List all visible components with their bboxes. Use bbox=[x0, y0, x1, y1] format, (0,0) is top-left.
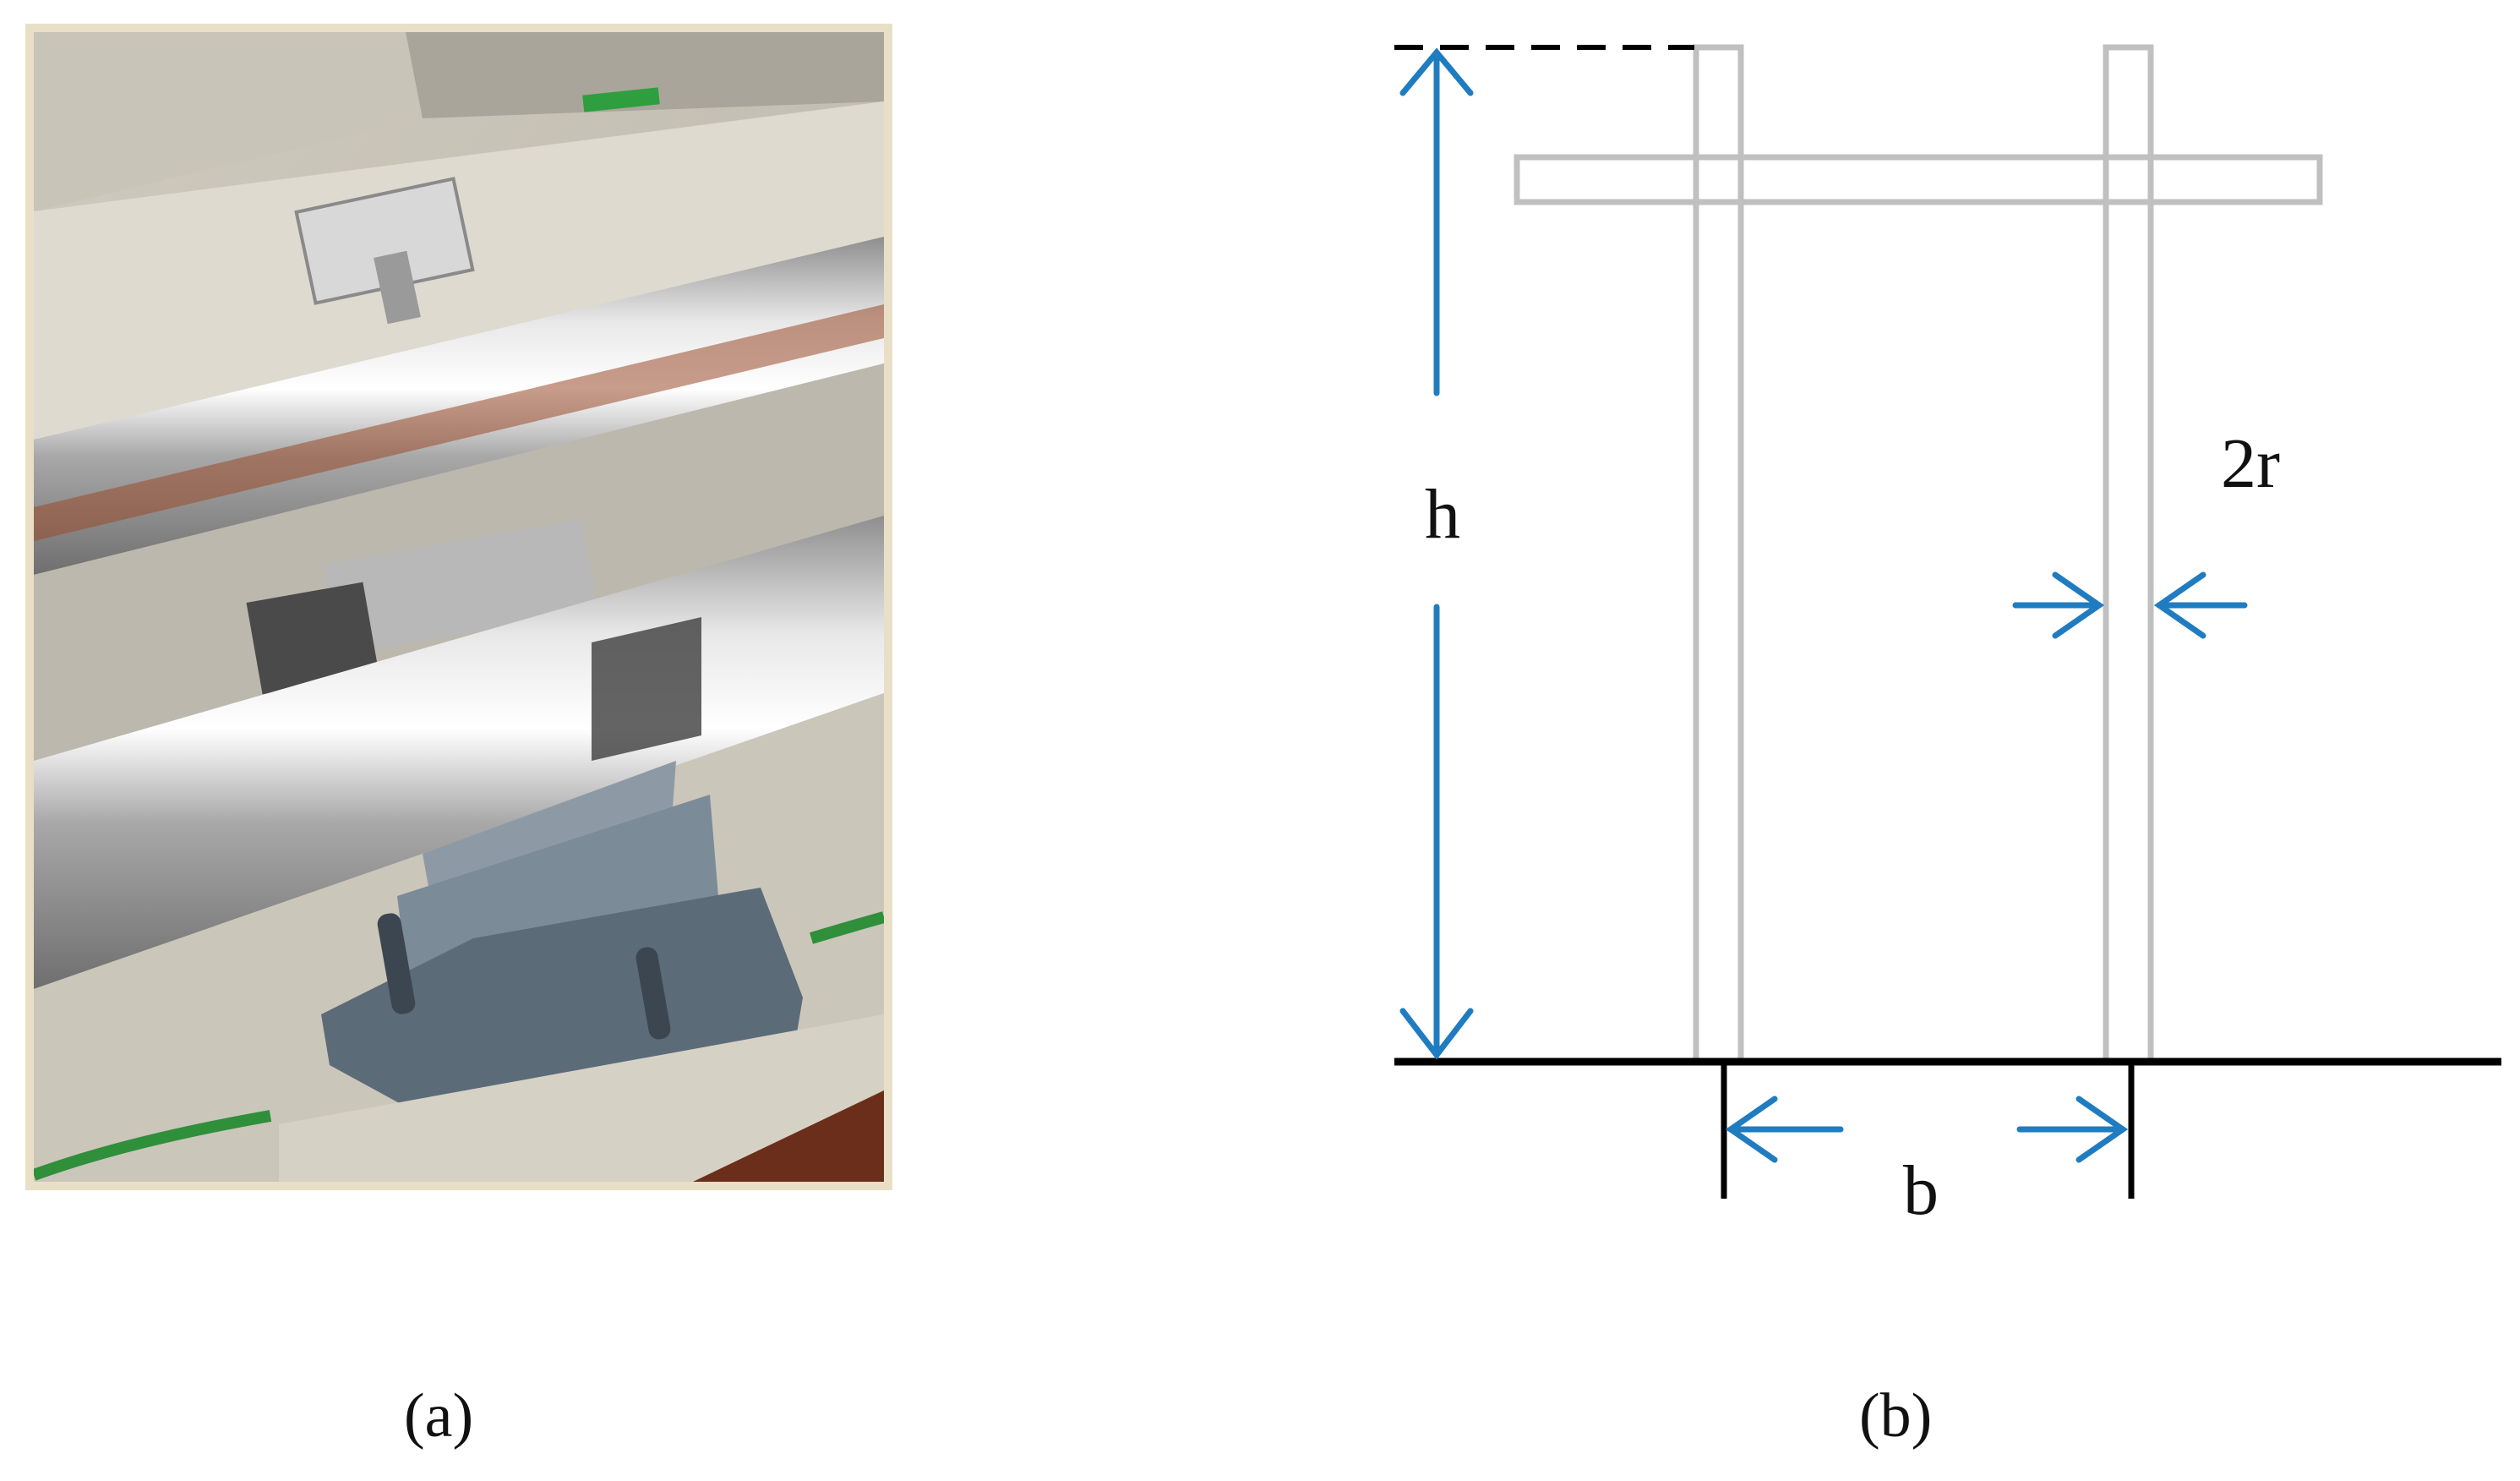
spacing-dimension-arrows bbox=[1725, 1096, 2129, 1163]
panel-b-caption: (b) bbox=[1859, 1381, 1933, 1451]
diameter-dimension-arrows bbox=[2012, 571, 2248, 639]
panel-a-caption: (a) bbox=[404, 1381, 474, 1451]
rail-support-photo bbox=[25, 24, 892, 1190]
h-dimension-arrow bbox=[1399, 47, 1474, 1060]
b-label: b bbox=[1903, 1151, 1939, 1230]
h-label: h bbox=[1425, 475, 1460, 554]
rail-structure-outline bbox=[1514, 44, 2323, 1065]
diameter-label: 2r bbox=[2221, 424, 2280, 503]
cross-beam bbox=[1514, 154, 2323, 205]
